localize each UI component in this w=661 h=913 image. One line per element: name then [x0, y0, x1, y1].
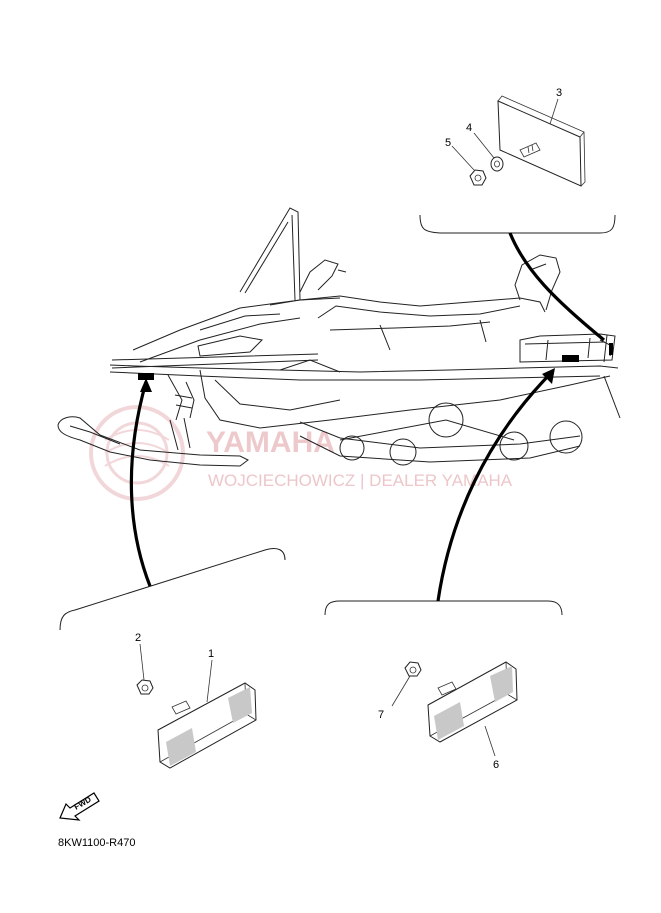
- snowmobile-outline: [57, 207, 621, 467]
- side-reflector-detail: 7 6: [324, 368, 563, 771]
- rear-side-reflector-marker: [562, 355, 579, 362]
- fwd-arrow-icon: FWD: [59, 792, 100, 821]
- callout-5: 5: [445, 137, 451, 149]
- callout-1: 1: [208, 648, 214, 660]
- front-reflector-marker: [138, 373, 154, 380]
- diagram-code: 8KW1100-R470: [58, 837, 135, 849]
- callout-2: 2: [135, 632, 141, 644]
- rear-reflector-marker: [609, 343, 613, 355]
- callout-6: 6: [493, 759, 499, 771]
- watermark-brand: YAMAHA: [206, 426, 335, 459]
- front-reflector-detail: 1 2: [59, 378, 286, 769]
- callout-7: 7: [378, 709, 384, 721]
- watermark: YAMAHA WOJCIECHOWICZ | DEALER YAMAHA: [89, 405, 513, 501]
- callout-4: 4: [466, 122, 472, 134]
- callout-3: 3: [556, 87, 562, 99]
- watermark-dealer: WOJCIECHOWICZ | DEALER YAMAHA: [208, 471, 513, 490]
- rear-reflector-detail: 3 4 5: [419, 87, 616, 342]
